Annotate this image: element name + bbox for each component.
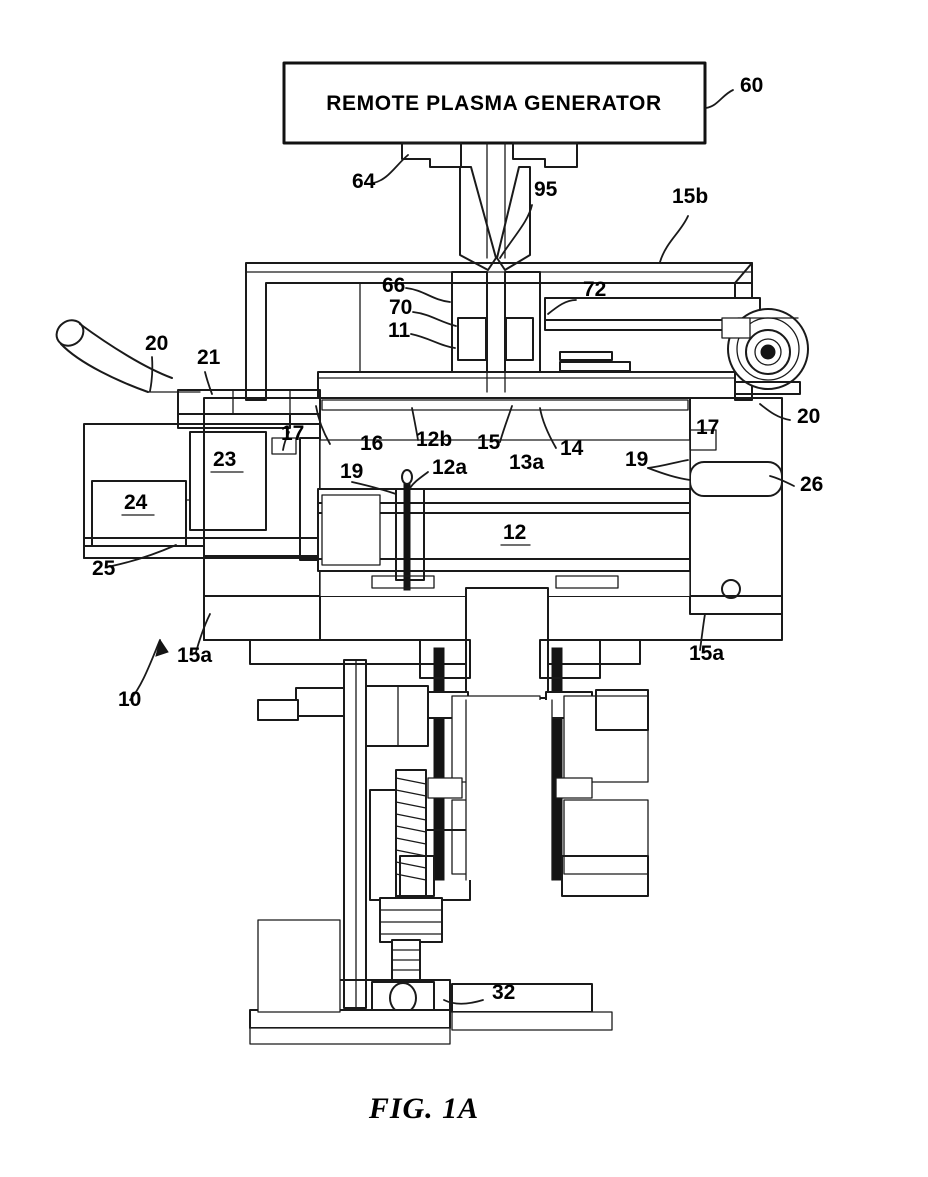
leader-64: [372, 154, 409, 184]
ref-12a: 12a: [432, 456, 467, 479]
leader-72: [547, 299, 577, 315]
leader-15: [499, 405, 513, 443]
leader-15b: [659, 215, 689, 263]
slit-valve-26: [689, 461, 783, 497]
ref-66: 66: [382, 274, 405, 297]
leader-20-left: [149, 356, 154, 392]
leader-10: [129, 639, 161, 701]
chamber-24: [91, 480, 187, 548]
ref-13a: 13a: [509, 451, 544, 474]
gas-inlet-tube: [55, 319, 201, 393]
ref-26: 26: [800, 473, 823, 496]
leader-19-right-2: [647, 467, 691, 481]
ref-15a-left: 15a: [177, 644, 212, 667]
ref-12-group: 12: [500, 521, 531, 546]
remote-plasma-generator-label: REMOTE PLASMA GENERATOR: [326, 92, 661, 115]
seal-17-left: [271, 437, 297, 455]
leader-19-right: [647, 459, 689, 469]
leader-16: [315, 405, 331, 445]
ref-32: 32: [492, 981, 515, 1004]
ref-19-left: 19: [340, 460, 363, 483]
ref-15: 15: [477, 431, 501, 454]
leader-12a: [409, 471, 429, 489]
leader-60: [705, 89, 734, 109]
ref-12b: 12b: [416, 428, 452, 451]
ref-64: 64: [352, 170, 376, 193]
leader-25: [111, 544, 177, 567]
seal-17-right: [689, 429, 717, 451]
ref-10: 10: [118, 688, 141, 711]
leader-14: [539, 407, 557, 449]
ref-23: 23: [213, 448, 236, 471]
leader-15a-left: [195, 613, 211, 653]
ref-23-group: 23: [210, 448, 244, 473]
leader-12b: [411, 407, 419, 441]
ref-17-right: 17: [696, 416, 719, 439]
ref-70: 70: [389, 296, 412, 319]
figure-caption: FIG. 1A: [368, 1092, 479, 1125]
ref-24: 24: [124, 491, 148, 514]
ref-20-left: 20: [145, 332, 168, 355]
remote-plasma-generator-block: REMOTE PLASMA GENERATOR: [282, 61, 707, 145]
leader-19-left: [351, 481, 397, 495]
rotary-feedthrough: [721, 308, 809, 395]
leader-32: [443, 999, 484, 1005]
showerhead-assembly: [317, 271, 761, 399]
ref-60: 60: [740, 74, 763, 97]
ref-19-right: 19: [625, 448, 648, 471]
ref-14: 14: [560, 437, 584, 460]
ref-12: 12: [503, 521, 526, 544]
lift-mechanism-assembly: [249, 587, 649, 1045]
susceptor-assembly: [317, 399, 691, 591]
leader-11: [410, 333, 456, 349]
ref-72: 72: [583, 278, 606, 301]
leader-95: [499, 204, 533, 259]
ref-21: 21: [197, 346, 221, 369]
leader-21: [204, 371, 213, 395]
leader-17-left: [282, 431, 290, 451]
ref-15b: 15b: [672, 185, 708, 208]
ref-15a-right: 15a: [689, 642, 724, 665]
chamber-23: [189, 431, 267, 531]
leader-20-right: [759, 403, 791, 421]
left-valve-body: [83, 423, 321, 559]
leader-26: [769, 475, 795, 487]
ref-24-group: 24: [121, 491, 155, 516]
leader-15a-right: [699, 613, 706, 651]
ref-16: 16: [360, 432, 383, 455]
ref-20-right: 20: [797, 405, 820, 428]
leader-70: [412, 311, 457, 327]
reference-numerals: 60 64 95 15b 66 72 70 11 20 21 20 17 16 …: [92, 74, 823, 1004]
ref-17-left: 17: [281, 422, 304, 445]
ref-95: 95: [534, 178, 558, 201]
ref-25: 25: [92, 557, 116, 580]
ref-11: 11: [388, 319, 411, 342]
leader-66: [405, 287, 451, 303]
